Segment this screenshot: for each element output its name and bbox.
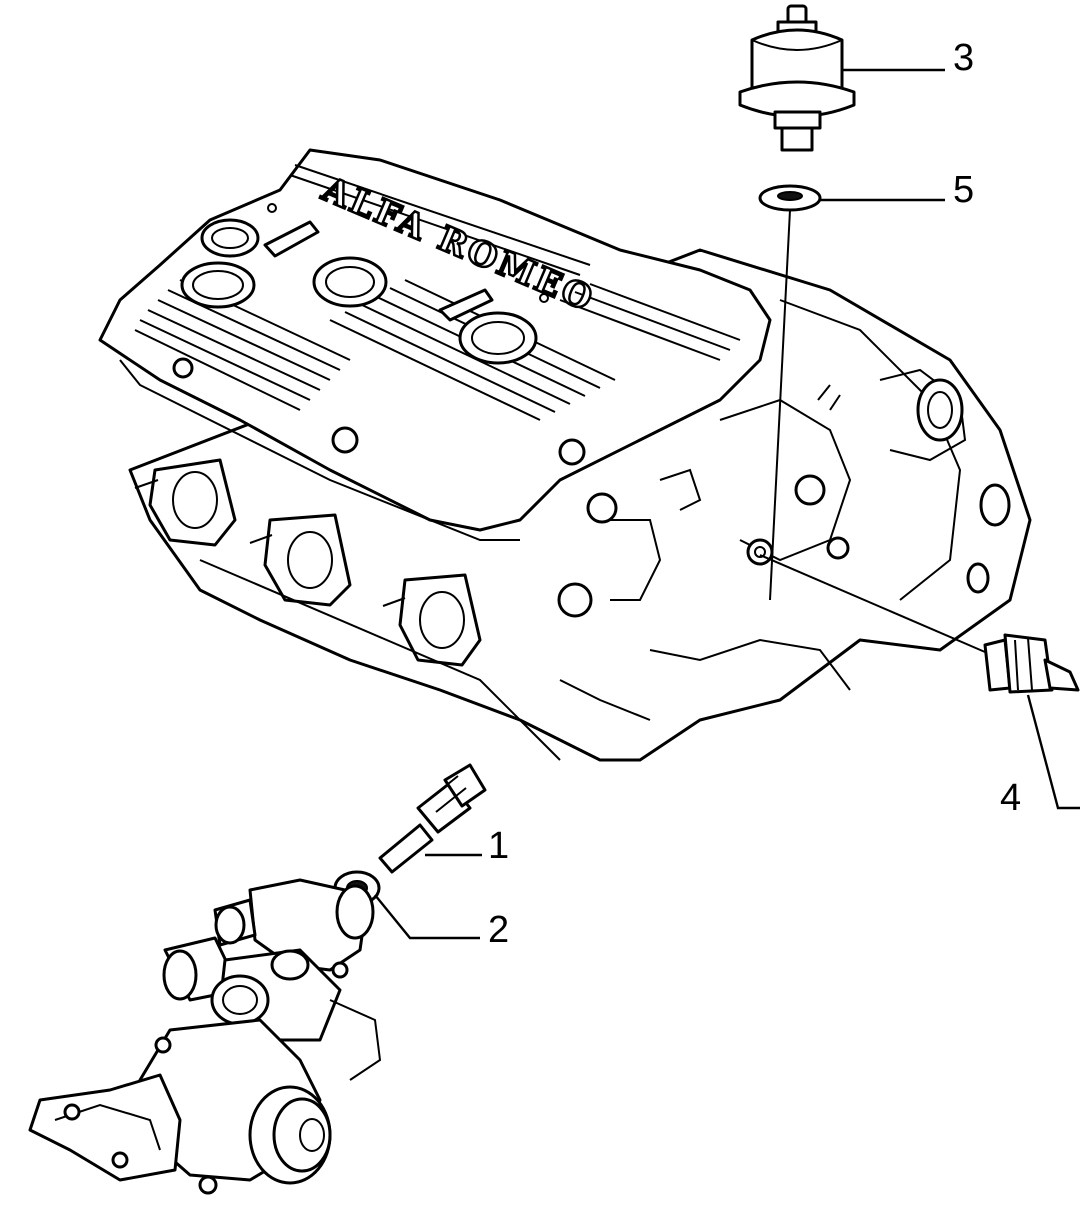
sealing-washer [758,184,822,212]
leader-2 [374,894,480,940]
callout-leaders [374,68,1080,940]
callout-1: 1 [488,825,509,867]
callout-4: 4 [1000,777,1021,819]
assembly-lines [759,209,986,653]
callout-5: 5 [953,169,974,211]
temperature-switch [983,633,1080,694]
callout-3: 3 [953,37,974,79]
valve-cover: ALFA ROMEO [98,148,772,541]
coolant-temp-sensor [378,763,487,874]
leader-4 [1026,694,1080,810]
exhaust-flanges [134,458,561,761]
callout-2: 2 [488,909,509,951]
engine-block [128,248,1032,762]
water-pump-housing [28,878,382,1195]
oil-pressure-sender [738,4,856,152]
